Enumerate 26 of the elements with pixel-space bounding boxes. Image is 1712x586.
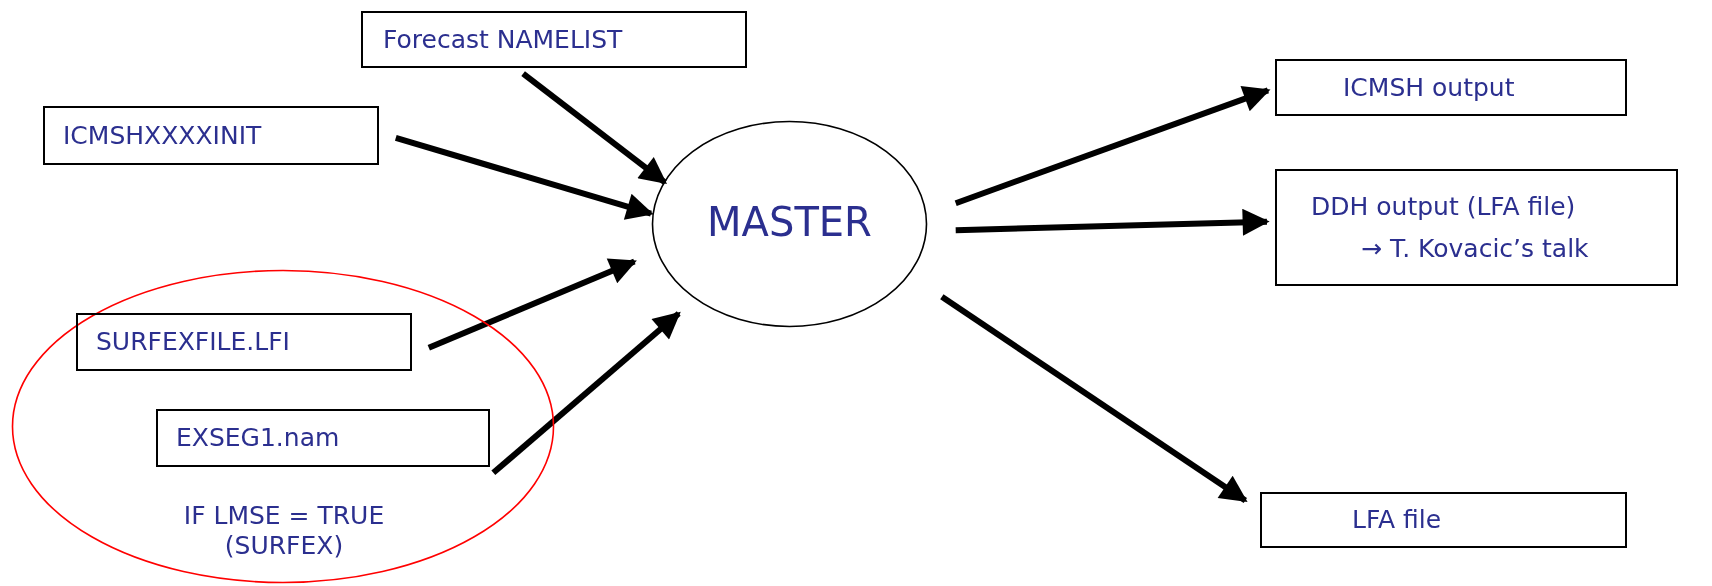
arrow	[954, 85, 1271, 207]
box-label: ICMSHXXXXINIT	[63, 120, 263, 151]
box-label: DDH output (LFA file)	[1311, 191, 1577, 222]
data-box	[361, 11, 747, 68]
condition-label: IF LMSE = TRUE (SURFEX)	[182, 501, 386, 561]
arrow	[940, 294, 1248, 503]
data-box	[1260, 492, 1627, 548]
condition-ellipse	[11, 269, 555, 584]
data-box	[76, 313, 412, 371]
arrow	[491, 311, 681, 476]
box-label: LFA file	[1352, 505, 1443, 535]
arrow	[521, 71, 667, 185]
box-label: Forecast NAMELIST	[383, 24, 624, 55]
note-text: → T. Kovacic’s talk	[1361, 233, 1590, 264]
data-box	[43, 106, 379, 165]
data-box	[1275, 169, 1678, 286]
arrow	[394, 135, 654, 220]
data-box	[1275, 59, 1627, 116]
arrow	[955, 208, 1270, 236]
data-box	[156, 409, 490, 467]
arrow	[427, 258, 637, 351]
box-label: ICMSH output	[1343, 72, 1516, 103]
box-label: SURFEXFILE.LFI	[96, 327, 291, 357]
process-ellipse	[651, 120, 928, 328]
process-label: MASTER	[706, 198, 873, 246]
box-label: EXSEG1.nam	[176, 423, 341, 453]
